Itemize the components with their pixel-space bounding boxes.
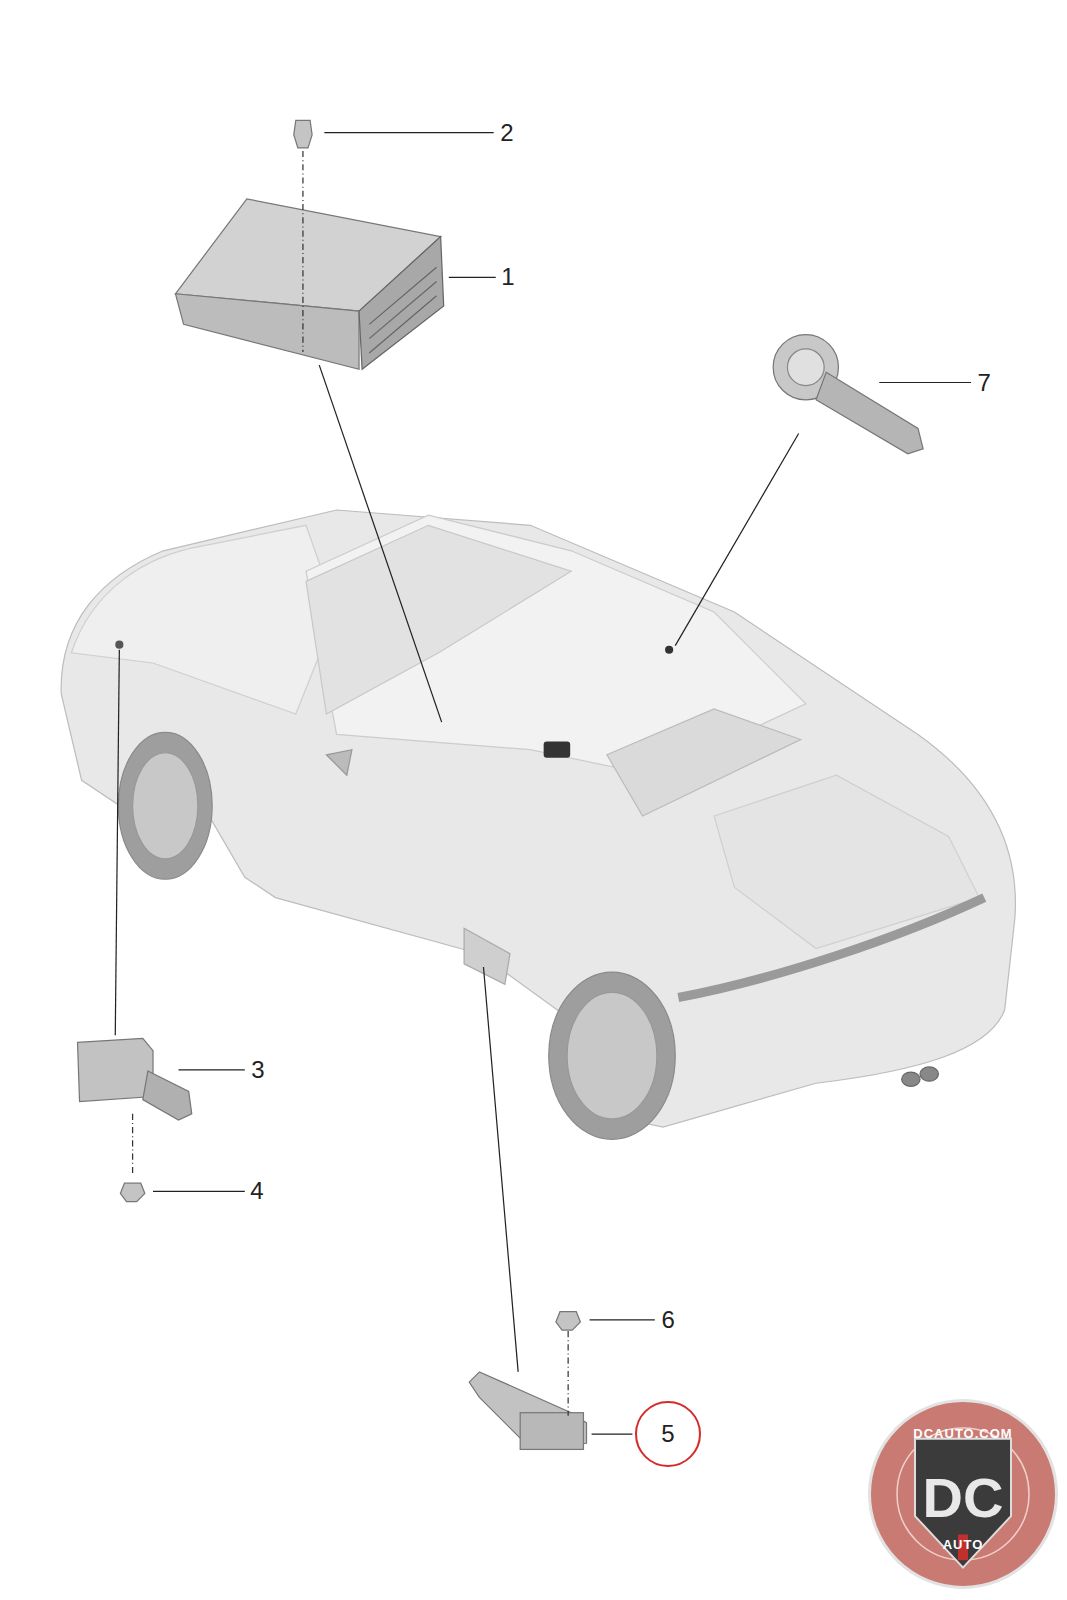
nut xyxy=(294,120,312,148)
side-intake xyxy=(464,928,510,984)
exhaust xyxy=(920,1067,938,1081)
logo-letters: DC xyxy=(923,1470,1004,1526)
ecu-location xyxy=(544,742,571,758)
rear-wheel xyxy=(549,972,675,1139)
mirror xyxy=(326,750,352,776)
logo-text: DCAUTO.COM xyxy=(913,1427,1012,1440)
clockspring-plug xyxy=(816,372,923,454)
connector-pins xyxy=(369,267,436,353)
clockspring-location xyxy=(665,646,673,654)
callout-number: 7 xyxy=(978,371,991,395)
sensor-plug xyxy=(143,1071,192,1120)
engine-lid xyxy=(714,775,979,948)
sensor xyxy=(78,1038,153,1101)
leader-lines xyxy=(115,133,971,1435)
callout-number: 1 xyxy=(501,265,514,289)
nut xyxy=(120,1183,144,1201)
front-rim xyxy=(133,753,198,859)
axis-line xyxy=(132,1114,133,1175)
rear-rim xyxy=(567,992,657,1118)
nut xyxy=(556,1312,580,1330)
front-wheel xyxy=(118,732,212,879)
logo-text: AUTO xyxy=(943,1537,984,1550)
callout-number: 2 xyxy=(500,121,513,145)
ecu-front xyxy=(175,294,359,369)
taillight xyxy=(678,898,984,998)
callout-number: 3 xyxy=(251,1058,264,1082)
axis-line xyxy=(568,1331,569,1416)
callout-number: 5 xyxy=(661,1422,674,1446)
car-hood xyxy=(71,525,336,714)
sensor-body xyxy=(520,1413,583,1450)
callout-number: 6 xyxy=(661,1308,674,1332)
sensor-location xyxy=(115,641,123,649)
logo-badge: DCAUTO.COM DC AUTO xyxy=(868,1399,1058,1589)
highlight-circle: 5 xyxy=(635,1401,701,1467)
axis-line xyxy=(302,151,303,352)
windshield xyxy=(306,525,571,714)
car-body xyxy=(61,510,1015,1127)
callout-number: 4 xyxy=(250,1179,263,1203)
exhaust xyxy=(902,1072,920,1086)
ecu-connector xyxy=(359,237,444,370)
